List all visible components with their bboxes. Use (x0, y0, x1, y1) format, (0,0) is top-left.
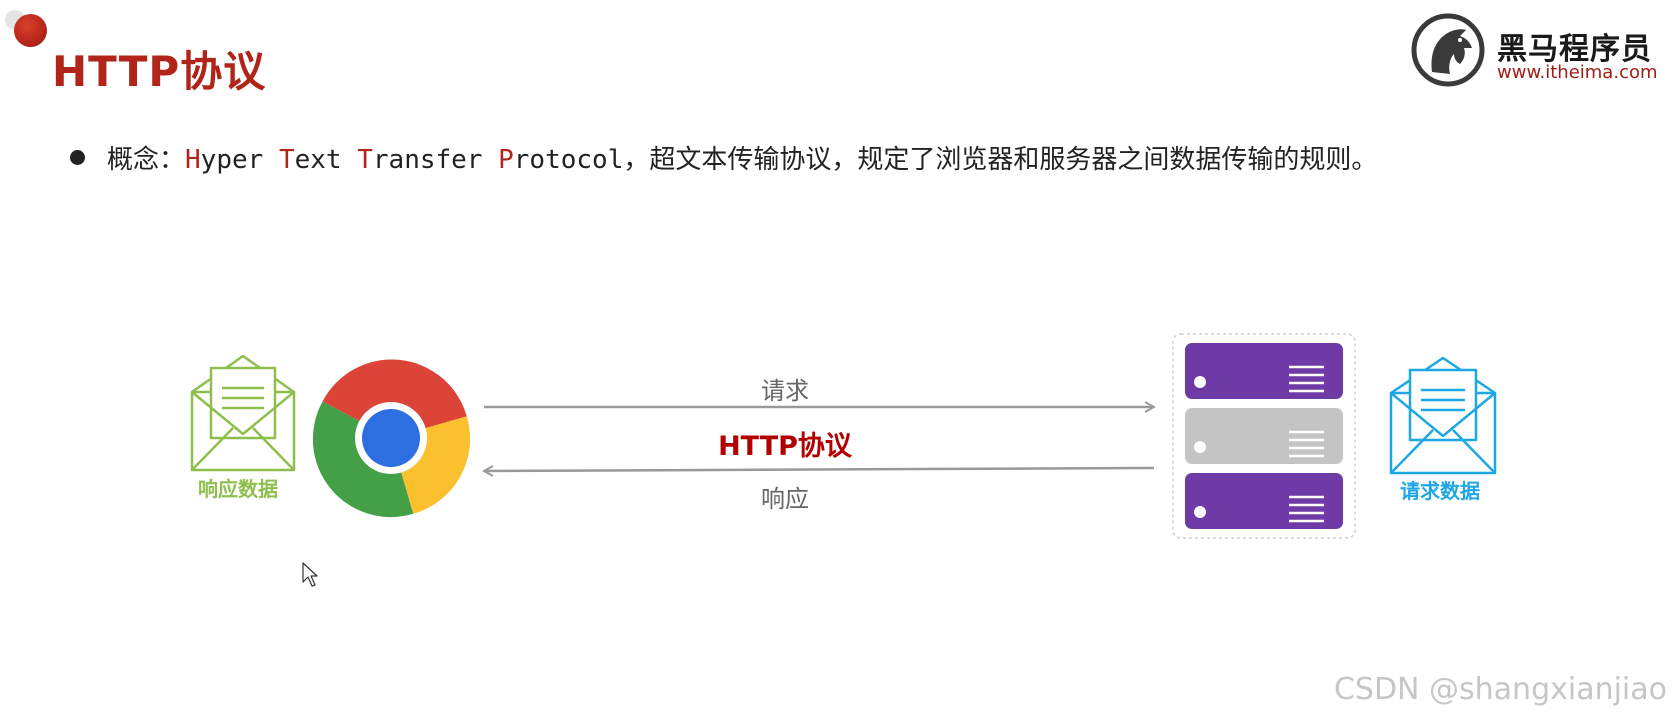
acronym-letter: T (278, 144, 295, 175)
concept-line: 概念：Hyper Text Transfer Protocol，超文本传输协议，… (70, 138, 1377, 176)
server-unit (1185, 343, 1343, 399)
chrome-browser-icon (312, 359, 471, 518)
horse-head-logo-icon (1411, 13, 1485, 87)
protocol-label: HTTP协议 (718, 431, 852, 462)
response-label: 响应 (761, 485, 809, 513)
response-data-label: 响应数据 (198, 477, 278, 501)
response-arrow (484, 468, 1155, 471)
server-stack-icon (1172, 333, 1356, 539)
brand-logo: 黑马程序员 www.itheima.com (1410, 12, 1672, 88)
acronym-word-rest: yper (200, 144, 279, 175)
acronym-letter: H (185, 144, 201, 175)
page-title: HTTP协议 (52, 47, 267, 96)
request-data-label: 请求数据 (1400, 479, 1480, 503)
mouse-pointer-icon (302, 562, 318, 587)
concept-text: 概念：Hyper Text Transfer Protocol，超文本传输协议，… (107, 139, 1377, 176)
acronym-letter: P (498, 144, 514, 175)
concept-suffix: ，超文本传输协议，规定了浏览器和服务器之间数据传输的规则。 (623, 144, 1378, 175)
concept-prefix: 概念： (107, 144, 186, 175)
acronym-word-rest: rotocol (513, 144, 624, 175)
acronym-word-rest: ext (294, 144, 358, 175)
response-envelope-icon (190, 354, 296, 472)
request-envelope-icon (1389, 356, 1497, 475)
acronym-letter: T (357, 144, 373, 175)
acronym-word-rest: ransfer (372, 144, 499, 175)
server-unit (1185, 408, 1343, 464)
request-label: 请求 (761, 377, 809, 405)
corner-decoration-red-dot (14, 14, 47, 47)
watermark: CSDN @shangxianjiao (1333, 672, 1667, 707)
bullet-dot-icon (70, 149, 85, 165)
brand-name: 黑马程序员 (1497, 32, 1652, 67)
brand-url: www.itheima.com (1497, 62, 1658, 83)
server-unit (1185, 473, 1343, 529)
